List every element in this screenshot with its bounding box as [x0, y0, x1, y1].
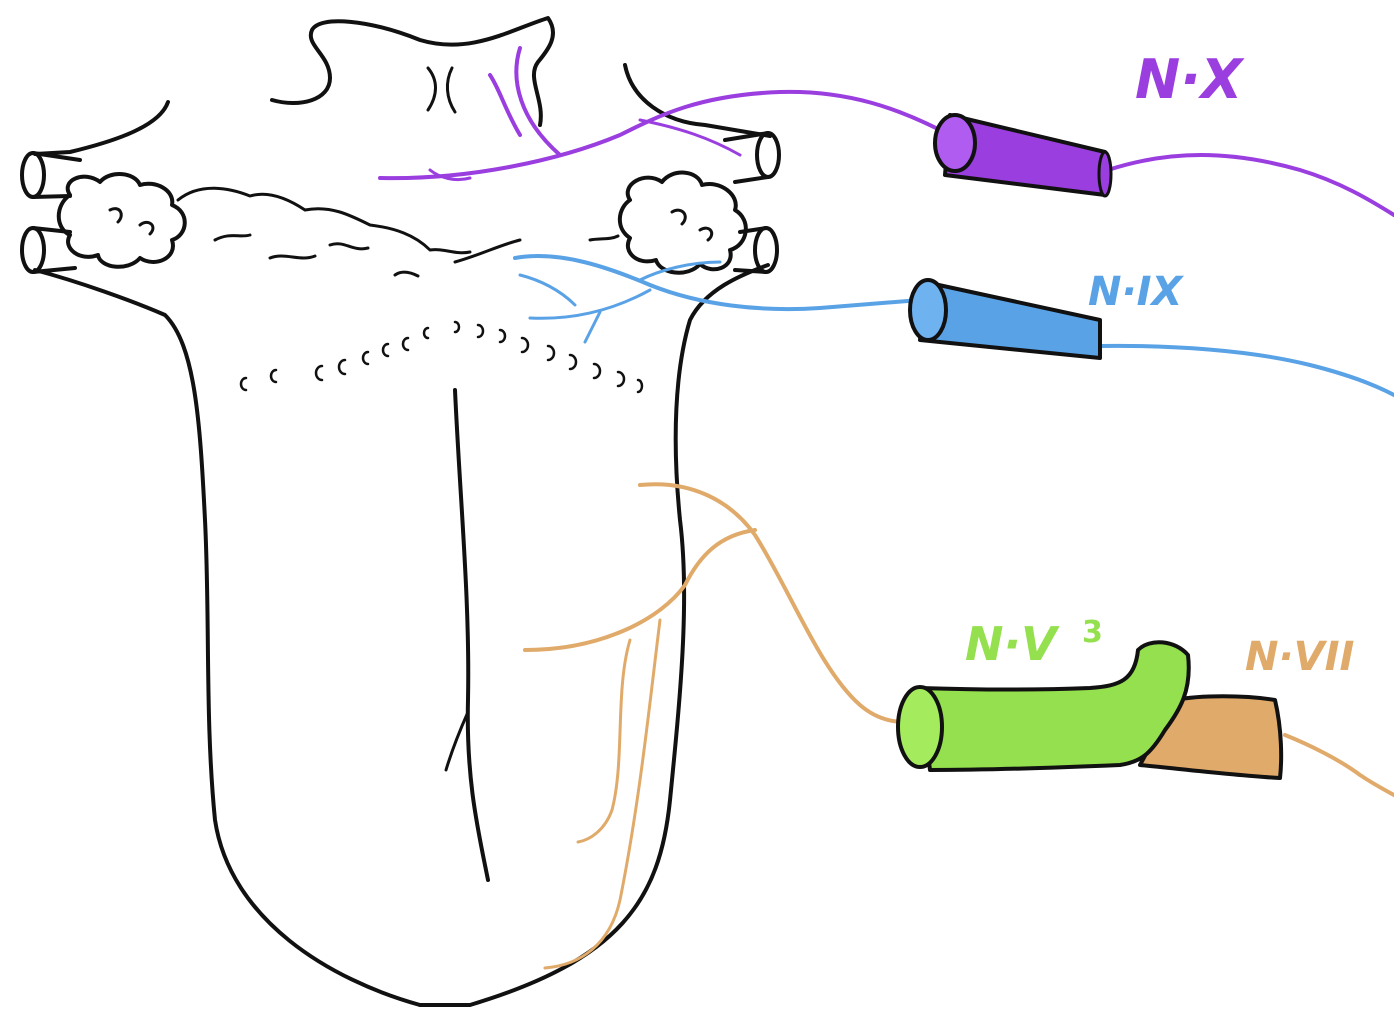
- nerve-x-trunk: [380, 92, 940, 178]
- label-n7-text: N·VII: [1245, 634, 1355, 680]
- vallate-papillae: [241, 322, 642, 392]
- nerve-ix: [515, 256, 1394, 395]
- vessel-right-upper: [725, 133, 779, 182]
- label-n7: N·VII: [1245, 634, 1355, 680]
- vessel-right-lower: [735, 228, 777, 272]
- tonsil-left: [59, 174, 185, 267]
- tonsil-right: [620, 173, 746, 273]
- nerve-ix-trunk: [515, 256, 920, 309]
- tongue-outline: [35, 18, 770, 1005]
- label-n5-3-text: N·V: [965, 617, 1060, 671]
- label-n5-3: N·V 3: [965, 615, 1103, 671]
- label-n5-3-subscript: 3: [1082, 615, 1103, 650]
- lingual-tonsil: [178, 188, 618, 276]
- label-n10-text: N·X: [1135, 48, 1245, 111]
- label-n9: N·IX: [1088, 269, 1185, 315]
- label-n10: N·X: [1135, 48, 1245, 111]
- label-n9-text: N·IX: [1088, 269, 1185, 315]
- vessel-left-upper: [22, 153, 80, 197]
